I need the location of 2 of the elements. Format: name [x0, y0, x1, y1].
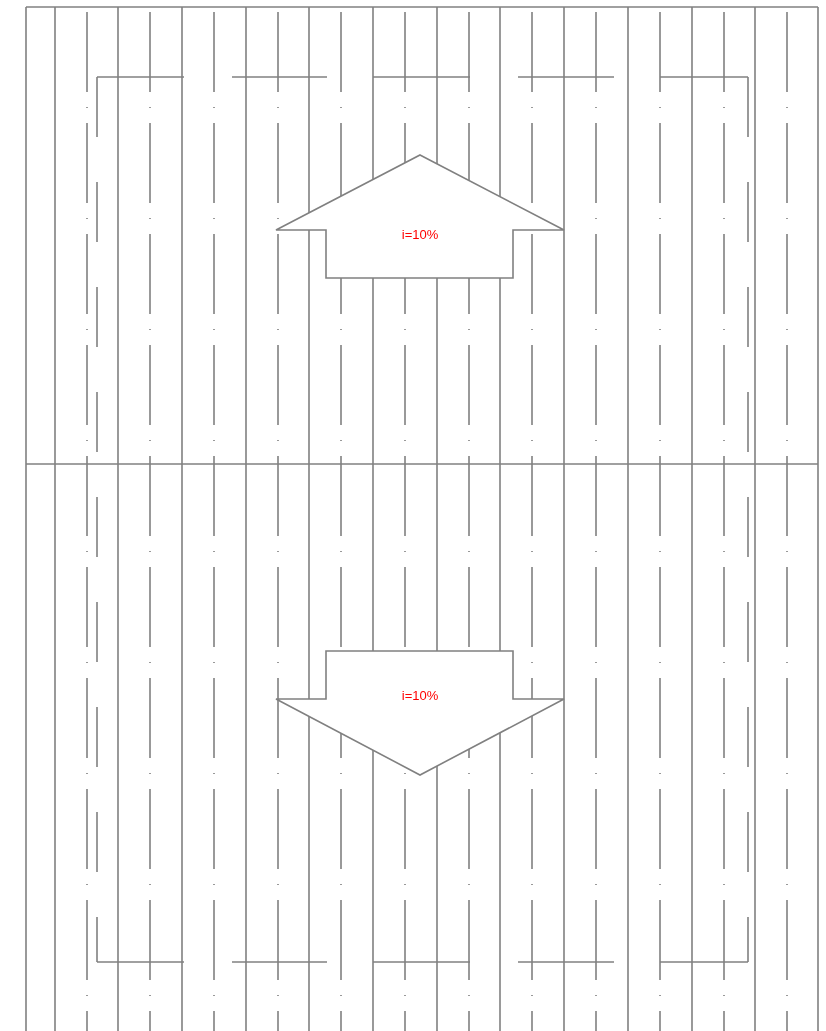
- slope-label: i=10%: [401, 688, 439, 703]
- slope-label: i=10%: [401, 227, 439, 242]
